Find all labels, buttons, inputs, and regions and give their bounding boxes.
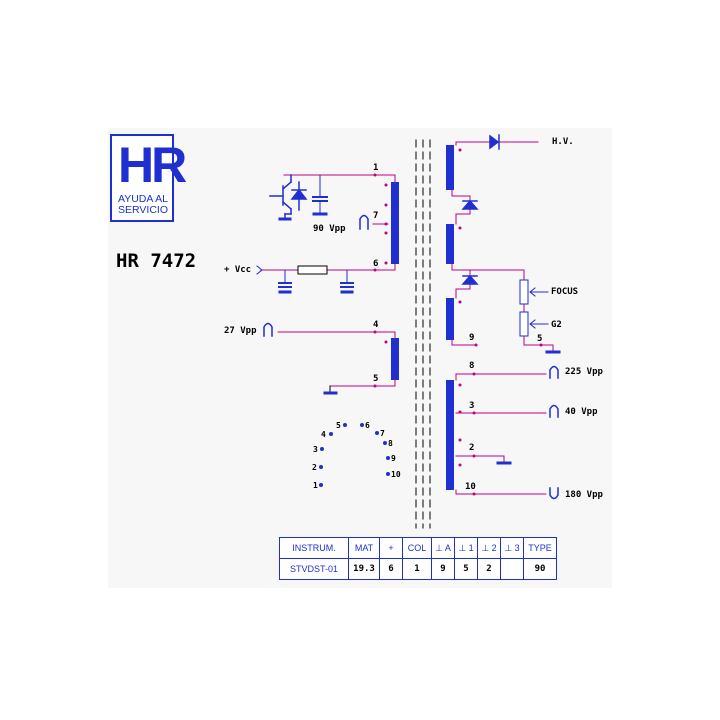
value-ground-1: 5 xyxy=(454,558,478,580)
spec-table-value-row: STVDST-01 19.3 6 1 9 5 2 90 xyxy=(279,558,557,580)
hv-diode-2 xyxy=(461,274,479,285)
focus-resistor xyxy=(519,279,529,305)
pulse-symbol-27vpp xyxy=(263,322,273,337)
model-number: HR 7472 xyxy=(116,250,197,272)
spec-table-header-row: INSTRUM. MAT + COL ⊥ A ⊥ 1 ⊥ 2 ⊥ 3 TYPE xyxy=(279,537,557,559)
pin-5-label: 5 xyxy=(373,374,378,384)
logo-line-1: AYUDA AL xyxy=(118,193,168,205)
header-mat: MAT xyxy=(348,537,380,559)
pin-6-label: 6 xyxy=(373,259,378,269)
pin-1-label: 1 xyxy=(373,163,378,173)
value-plus: 6 xyxy=(379,558,403,580)
vpp-90-label: 90 Vpp xyxy=(313,224,346,234)
value-type: 90 xyxy=(523,558,557,580)
header-ground-a: ⊥ A xyxy=(431,537,455,559)
value-instrum: STVDST-01 xyxy=(279,558,349,580)
logo-line-2: SERVICIO xyxy=(118,204,168,216)
schematic-sheet xyxy=(108,128,612,588)
pulse-symbol-180vpp xyxy=(549,487,559,500)
value-ground-a: 9 xyxy=(431,558,455,580)
aux-winding xyxy=(446,380,454,490)
pinout-10: 10 xyxy=(391,470,401,479)
value-ground-2: 2 xyxy=(477,558,501,580)
sec-pin-9-label: 9 xyxy=(469,333,474,343)
pinout-7: 7 xyxy=(380,429,385,438)
header-plus: + xyxy=(379,537,403,559)
pinout-9: 9 xyxy=(391,454,396,463)
g2-label: G2 xyxy=(551,320,562,330)
vcc-arrow xyxy=(256,265,263,275)
hv-winding-2 xyxy=(446,224,454,264)
logo-subtitle: AYUDA AL SERVICIO xyxy=(114,194,172,216)
pinout-6: 6 xyxy=(365,421,370,430)
sec-pin-2-label: 2 xyxy=(469,443,474,453)
pin-dots xyxy=(373,148,543,496)
sec-pin-5-label: 5 xyxy=(537,334,542,344)
sec-pin-10-label: 10 xyxy=(465,482,476,492)
header-ground-2: ⊥ 2 xyxy=(477,537,501,559)
header-instrum: INSTRUM. xyxy=(279,537,349,559)
vcc-resistor xyxy=(297,265,328,275)
primary-winding-upper xyxy=(391,182,399,264)
pulse-symbol-40vpp xyxy=(549,404,559,418)
resonant-capacitor xyxy=(312,174,328,216)
transformer-core xyxy=(415,139,431,529)
vcc-capacitor-right xyxy=(340,269,354,294)
value-ground-3 xyxy=(500,558,524,580)
hv-winding-3 xyxy=(446,298,454,340)
pinout-3: 3 xyxy=(313,445,318,454)
focus-arrow xyxy=(529,287,549,297)
sec-pin-3-label: 3 xyxy=(469,401,474,411)
pinout-5: 5 xyxy=(336,421,341,430)
switch-transistor xyxy=(269,174,293,219)
primary-wiring xyxy=(260,174,396,387)
spec-table: INSTRUM. MAT + COL ⊥ A ⊥ 1 ⊥ 2 ⊥ 3 TYPE … xyxy=(279,537,557,580)
header-ground-3: ⊥ 3 xyxy=(500,537,524,559)
hv-label: H.V. xyxy=(552,137,574,147)
pinout-dots xyxy=(319,423,390,487)
header-type: TYPE xyxy=(523,537,557,559)
pinout-4: 4 xyxy=(321,430,326,439)
header-ground-1: ⊥ 1 xyxy=(454,537,478,559)
vpp-27-label: 27 Vpp xyxy=(224,326,257,336)
pulse-symbol-225vpp xyxy=(549,365,559,379)
pinout-2: 2 xyxy=(312,463,317,472)
vpp-40-label: 40 Vpp xyxy=(565,407,598,417)
pinout-8: 8 xyxy=(388,439,393,448)
hv-winding-1 xyxy=(446,145,454,190)
primary-winding-lower xyxy=(391,338,399,380)
pulse-symbol-90vpp xyxy=(359,214,369,230)
focus-label: FOCUS xyxy=(551,287,578,297)
g2-resistor xyxy=(519,311,529,337)
hv-diode-1 xyxy=(461,199,479,210)
vcc-label: + Vcc xyxy=(224,265,251,275)
vcc-capacitor-left xyxy=(278,269,292,294)
logo-letters: HR xyxy=(118,137,187,193)
vpp-225-label: 225 Vpp xyxy=(565,367,604,377)
hr-logo: HR AYUDA AL SERVICIO xyxy=(110,134,187,222)
value-mat: 19.3 xyxy=(348,558,380,580)
hv-output-diode xyxy=(489,134,500,150)
value-col: 1 xyxy=(402,558,432,580)
sec-pin-8-label: 8 xyxy=(469,361,474,371)
g2-arrow xyxy=(529,319,549,329)
header-col: COL xyxy=(402,537,432,559)
vpp-180-label: 180 Vpp xyxy=(565,490,604,500)
pinout-1: 1 xyxy=(313,481,318,490)
secondary-wiring xyxy=(451,141,554,495)
pin-7-label: 7 xyxy=(373,211,378,221)
damper-diode xyxy=(290,181,308,211)
pin-4-label: 4 xyxy=(373,320,379,330)
